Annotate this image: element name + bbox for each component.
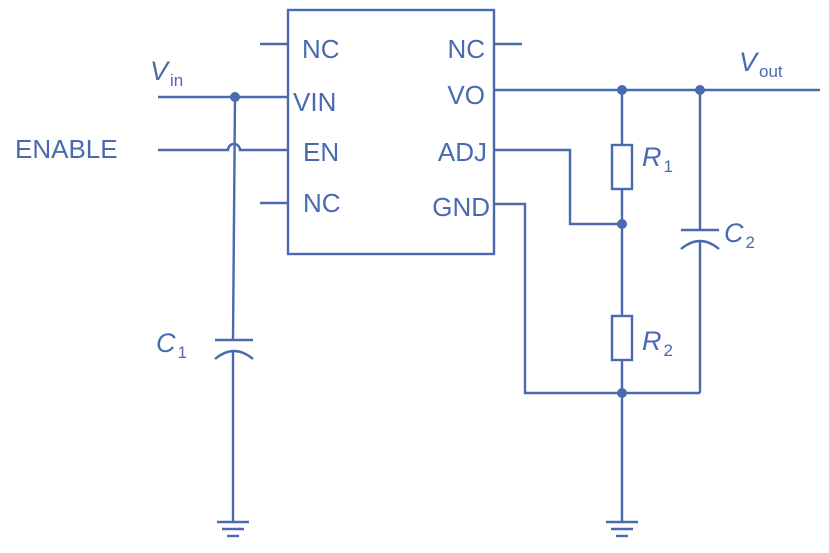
enable-label: ENABLE xyxy=(15,134,118,164)
resistor-r2 xyxy=(610,314,634,362)
ic-pin-nc-top-right: NC xyxy=(447,34,485,64)
enable-wire xyxy=(158,142,288,152)
adj-wire xyxy=(494,148,622,226)
c1-top-lead xyxy=(231,96,237,341)
ic-pin-vo: VO xyxy=(447,80,485,110)
ic-pin-nc-bottom-left: NC xyxy=(303,188,341,218)
ic-pin-vin: VIN xyxy=(293,87,336,117)
ic-pin-nc-top-left: NC xyxy=(302,34,340,64)
ic-pin-adj: ADJ xyxy=(438,137,487,167)
ic-body xyxy=(286,8,496,256)
ground-symbol-left xyxy=(217,520,249,538)
resistor-r1 xyxy=(610,143,634,191)
ic-pin-gnd: GND xyxy=(432,192,490,222)
ground-symbol-right xyxy=(606,520,638,538)
gnd-wire xyxy=(494,202,700,395)
ic-pin-en: EN xyxy=(303,137,339,167)
